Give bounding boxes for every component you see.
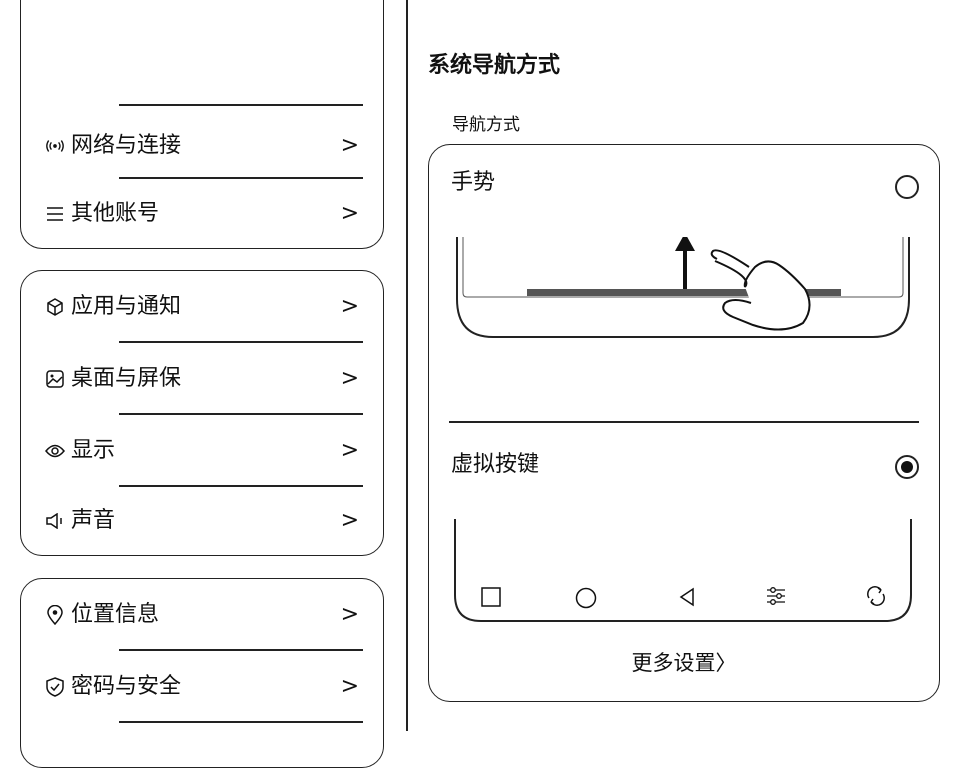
more-settings-link[interactable]: 更多设置〉 bbox=[631, 651, 737, 675]
cube-icon bbox=[45, 297, 65, 317]
row-separator bbox=[119, 341, 363, 343]
virtual-keys-radio[interactable] bbox=[895, 455, 919, 479]
settings-sliders-icon bbox=[765, 585, 787, 607]
menu-lines-icon bbox=[45, 204, 65, 224]
pane-divider bbox=[406, 0, 408, 731]
wifi-signal-icon bbox=[45, 136, 65, 156]
chevron-right-icon: > bbox=[340, 366, 359, 391]
settings-item-password-security[interactable]: 密码与安全 > bbox=[21, 651, 383, 723]
chevron-right-icon: > bbox=[340, 508, 359, 533]
settings-item-label: 声音 bbox=[71, 508, 116, 533]
settings-item-network[interactable]: 网络与连接 > bbox=[21, 110, 383, 182]
chevron-right-icon: > bbox=[340, 438, 359, 463]
chevron-right-icon: > bbox=[340, 294, 359, 319]
option-separator bbox=[449, 421, 919, 423]
option-label-gesture: 手势 bbox=[451, 170, 496, 195]
settings-group-connectivity: 网络与连接 > 其他账号 > bbox=[20, 0, 384, 249]
subsection-title: 导航方式 bbox=[452, 115, 520, 135]
settings-item-label: 密码与安全 bbox=[71, 674, 182, 699]
virtual-keys-illustration bbox=[453, 519, 913, 623]
chevron-right-icon: > bbox=[340, 133, 359, 158]
settings-item-desktop-screensaver[interactable]: 桌面与屏保 > bbox=[21, 343, 383, 415]
row-separator bbox=[119, 104, 363, 106]
back-triangle-icon bbox=[679, 587, 695, 607]
image-icon bbox=[45, 369, 65, 389]
eye-icon bbox=[45, 441, 65, 461]
chevron-right-icon: > bbox=[340, 201, 359, 226]
row-separator bbox=[119, 177, 363, 179]
speaker-icon bbox=[45, 511, 65, 531]
settings-item-label: 网络与连接 bbox=[71, 133, 182, 158]
settings-item-apps-notifications[interactable]: 应用与通知 > bbox=[21, 271, 383, 343]
settings-item-label: 其他账号 bbox=[71, 201, 160, 226]
section-title: 系统导航方式 bbox=[428, 53, 561, 78]
chevron-right-icon: > bbox=[340, 602, 359, 627]
settings-item-sound[interactable]: 声音 > bbox=[21, 485, 383, 557]
row-separator bbox=[119, 721, 363, 723]
navigation-mode-card: 手势 虚拟按键 更多设置〉 bbox=[428, 144, 940, 702]
settings-item-location[interactable]: 位置信息 > bbox=[21, 579, 383, 651]
shield-icon bbox=[45, 677, 65, 697]
refresh-icon bbox=[865, 585, 887, 607]
settings-group-privacy: 位置信息 > 密码与安全 > bbox=[20, 578, 384, 768]
recent-apps-square-icon bbox=[481, 587, 501, 607]
settings-item-label: 显示 bbox=[71, 438, 116, 463]
row-separator bbox=[119, 649, 363, 651]
row-separator bbox=[119, 485, 363, 487]
chevron-right-icon: > bbox=[340, 674, 359, 699]
option-label-virtual-keys: 虚拟按键 bbox=[451, 452, 540, 477]
settings-item-label: 位置信息 bbox=[71, 602, 160, 627]
settings-item-label: 应用与通知 bbox=[71, 294, 182, 319]
gesture-radio[interactable] bbox=[895, 175, 919, 199]
home-circle-icon bbox=[575, 587, 597, 609]
settings-item-display[interactable]: 显示 > bbox=[21, 415, 383, 487]
location-pin-icon bbox=[45, 605, 65, 625]
settings-group-device: 应用与通知 > 桌面与屏保 > 显示 > 声音 > bbox=[20, 270, 384, 556]
settings-item-other-accounts[interactable]: 其他账号 > bbox=[21, 178, 383, 250]
gesture-illustration bbox=[456, 237, 910, 338]
row-separator bbox=[119, 413, 363, 415]
settings-item-label: 桌面与屏保 bbox=[71, 366, 182, 391]
